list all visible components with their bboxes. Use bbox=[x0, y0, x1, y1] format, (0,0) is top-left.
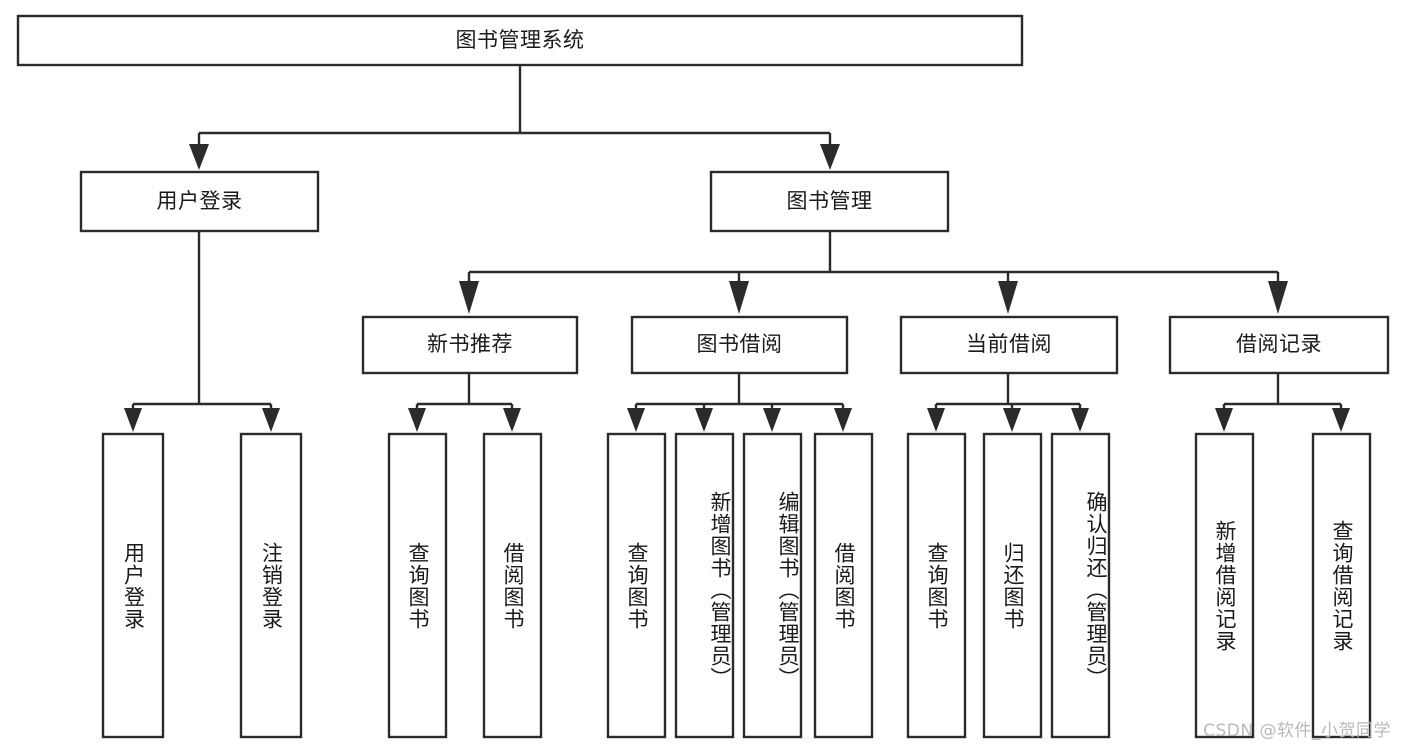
arrow-head-icon bbox=[695, 408, 713, 432]
arrow-head-icon bbox=[627, 408, 645, 432]
node-level2-book-borrow[interactable] bbox=[630, 315, 849, 375]
node-leaf-borrow-book-2[interactable] bbox=[813, 432, 874, 739]
arrow-head-icon bbox=[262, 408, 280, 432]
arrow-head-icon bbox=[1071, 408, 1089, 432]
arrow-head-icon bbox=[998, 281, 1018, 314]
connector-group-book-borrow bbox=[627, 373, 852, 432]
arrow-head-icon bbox=[408, 408, 426, 432]
arrow-head-icon bbox=[1332, 408, 1350, 432]
node-leaf-query-borrow-record[interactable] bbox=[1311, 432, 1372, 739]
node-leaf-return-book[interactable] bbox=[982, 432, 1043, 739]
node-leaf-add-book-admin[interactable] bbox=[674, 432, 735, 739]
node-leaf-confirm-return-admin[interactable] bbox=[1050, 432, 1111, 739]
connector-group-new-book bbox=[408, 373, 521, 432]
arrow-head-icon bbox=[503, 408, 521, 432]
node-leaf-add-borrow-record[interactable] bbox=[1194, 432, 1255, 739]
connector-group-user-login bbox=[124, 231, 280, 432]
arrow-head-icon bbox=[1003, 408, 1021, 432]
node-leaf-query-book-2[interactable] bbox=[606, 432, 667, 739]
arrow-head-icon bbox=[820, 144, 840, 170]
node-leaf-borrow-book-1[interactable] bbox=[482, 432, 543, 739]
arrow-head-icon bbox=[834, 408, 852, 432]
node-level2-new-book-recommend[interactable] bbox=[361, 315, 579, 375]
node-leaf-query-book-1[interactable] bbox=[387, 432, 448, 739]
arrow-head-icon bbox=[927, 408, 945, 432]
arrow-head-icon bbox=[729, 281, 749, 314]
connector-group-root bbox=[189, 65, 840, 170]
node-root[interactable] bbox=[16, 14, 1024, 67]
node-level2-borrow-record[interactable] bbox=[1168, 315, 1390, 375]
arrow-head-icon bbox=[459, 281, 479, 314]
node-leaf-query-book-3[interactable] bbox=[906, 432, 967, 739]
connector-group-book-mgmt bbox=[459, 231, 1288, 314]
arrow-head-icon bbox=[1215, 408, 1233, 432]
node-leaf-user-login[interactable] bbox=[101, 432, 165, 739]
node-level1-book-management[interactable] bbox=[709, 170, 950, 233]
connector-group-borrow-record bbox=[1215, 373, 1350, 432]
arrow-head-icon bbox=[1268, 281, 1288, 314]
connector-group-current-borrow bbox=[927, 373, 1089, 432]
node-leaf-edit-book-admin[interactable] bbox=[742, 432, 803, 739]
arrow-head-icon bbox=[763, 408, 781, 432]
arrow-head-icon bbox=[189, 144, 209, 170]
node-level2-current-borrow[interactable] bbox=[899, 315, 1119, 375]
node-leaf-logout[interactable] bbox=[239, 432, 303, 739]
arrow-head-icon bbox=[124, 408, 142, 432]
watermark-text: CSDN @软件_小贺同学 bbox=[1203, 721, 1391, 741]
node-level1-user-login[interactable] bbox=[79, 170, 320, 233]
